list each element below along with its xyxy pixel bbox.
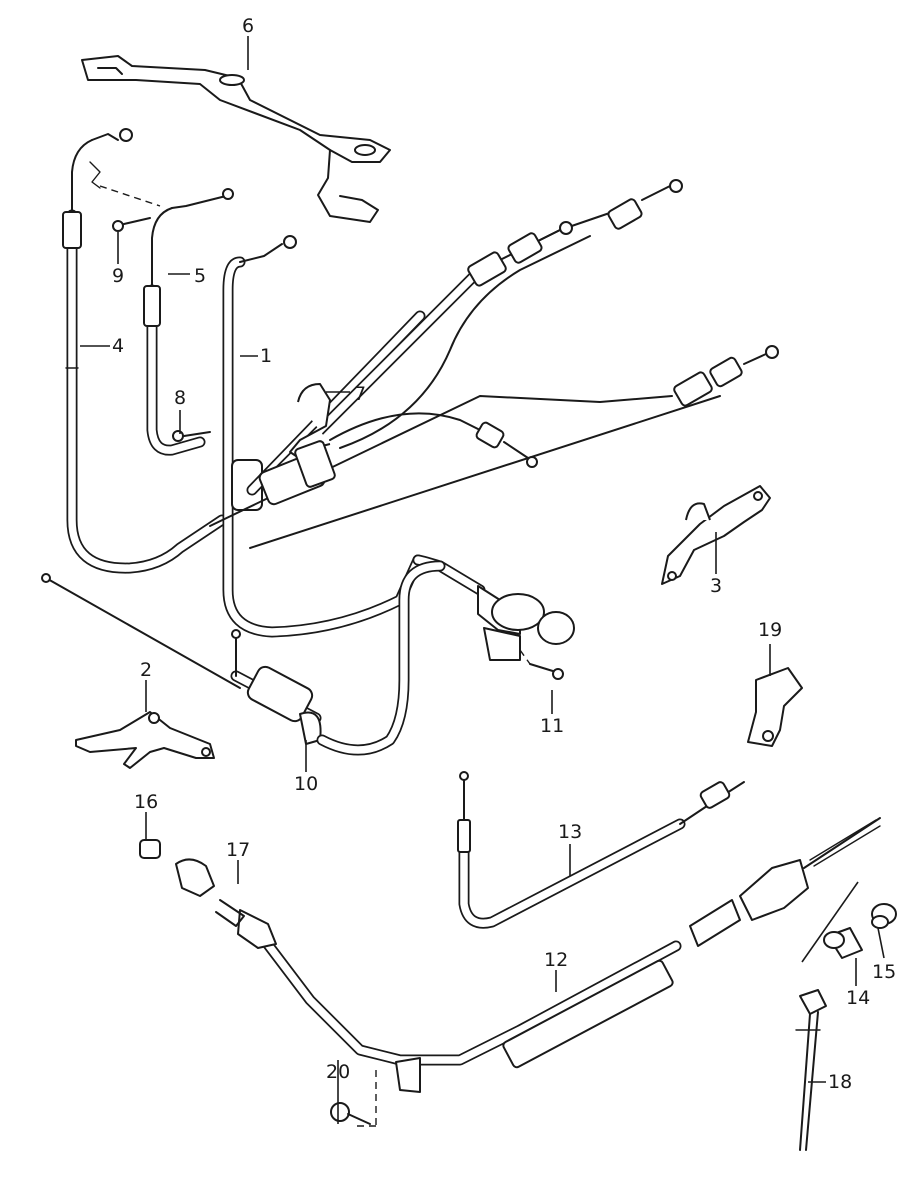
cable-bundle (209, 179, 779, 549)
clip-part-17 (175, 858, 245, 927)
callout-16: 16 (134, 791, 158, 813)
bracket-part-19 (747, 667, 803, 747)
callout-15: 15 (872, 961, 896, 983)
bolt-part-16 (139, 839, 161, 859)
callout-17: 17 (226, 839, 250, 861)
cable-part-5 (143, 188, 234, 456)
cable-part-4 (62, 128, 228, 574)
cable-part-10 (41, 560, 446, 756)
callout-18: 18 (828, 1071, 852, 1093)
callout-5: 5 (194, 265, 206, 287)
callout-labels: 6 9 5 4 1 8 7 3 19 2 11 10 16 17 13 12 1… (112, 15, 896, 1093)
part-14-nut (801, 881, 863, 963)
callout-11: 11 (540, 715, 564, 737)
callout-19: 19 (758, 619, 782, 641)
callout-3: 3 (710, 575, 722, 597)
bolt-part-20 (330, 1102, 371, 1125)
screw-part-9 (99, 185, 161, 232)
callout-20: 20 (326, 1061, 350, 1083)
cable-part-13 (457, 771, 745, 929)
leader-lines (80, 36, 885, 1124)
callout-6: 6 (242, 15, 254, 37)
callout-8: 8 (174, 387, 186, 409)
cable-part-12 (237, 817, 881, 1127)
callout-9: 9 (112, 265, 124, 287)
cable-part-1 (222, 235, 424, 638)
bracket-part-6 (81, 55, 391, 223)
callout-2: 2 (140, 659, 152, 681)
callout-13: 13 (558, 821, 582, 843)
callout-10: 10 (294, 773, 318, 795)
bracket-part-2 (75, 711, 215, 769)
part-15-nut (871, 903, 897, 929)
callout-12: 12 (544, 949, 568, 971)
callout-4: 4 (112, 335, 124, 357)
callout-14: 14 (846, 987, 870, 1009)
choke-knob-part-11 (412, 554, 575, 680)
clamp-part-7 (289, 383, 336, 488)
rod-part-18 (795, 989, 827, 1151)
callout-1: 1 (260, 345, 272, 367)
callout-7: 7 (354, 383, 366, 405)
